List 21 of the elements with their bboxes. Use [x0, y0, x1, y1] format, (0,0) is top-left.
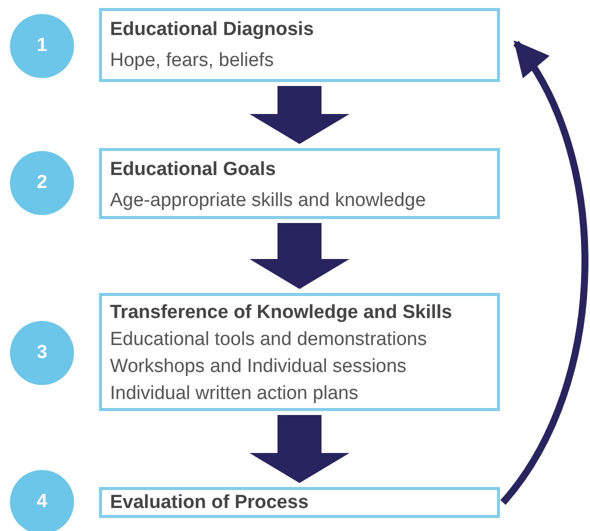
step-description: Educational tools and demonstrations — [110, 328, 428, 352]
step-number-circle: 3 — [10, 321, 74, 385]
step-box — [99, 8, 500, 82]
block-arrow — [250, 415, 350, 483]
step-number-circle: 4 — [10, 470, 74, 531]
step-box — [99, 487, 500, 518]
step-description: Workshops and Individual sessions — [110, 355, 408, 379]
step-description: Hope, fears, beliefs — [110, 49, 275, 73]
step-box — [99, 148, 500, 219]
step-description: Age-appropriate skills and knowledge — [110, 189, 427, 213]
step-number-circle: 2 — [10, 151, 74, 215]
step-description: Individual written action plans — [110, 382, 360, 406]
block-arrow — [250, 86, 350, 144]
curved-arrow — [500, 40, 588, 505]
block-arrow — [250, 223, 350, 289]
step-heading: Educational Diagnosis — [110, 18, 315, 42]
step-box — [99, 293, 500, 411]
step-heading: Transference of Knowledge and Skills — [110, 301, 454, 325]
step-number-circle: 1 — [10, 14, 74, 78]
step-heading: Educational Goals — [110, 158, 277, 182]
step-heading: Evaluation of Process — [110, 491, 310, 515]
